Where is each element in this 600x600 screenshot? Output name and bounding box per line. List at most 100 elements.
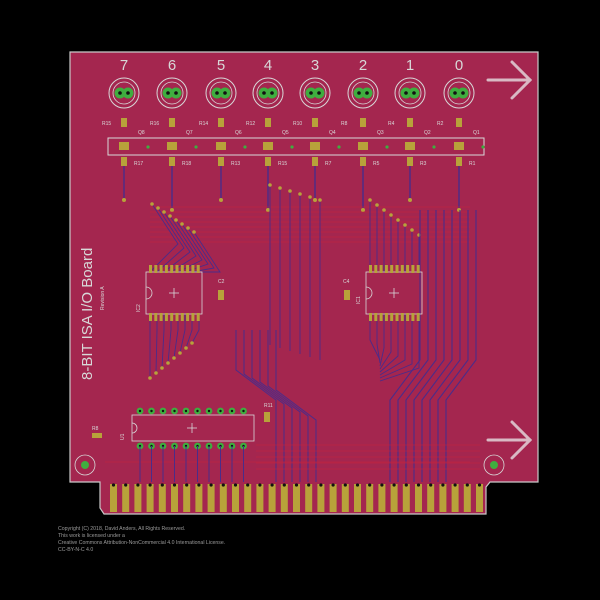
upper-resistor: [218, 118, 224, 127]
finger-via: [331, 483, 335, 487]
edge-finger: [110, 484, 117, 512]
trace: [397, 210, 429, 482]
via: [190, 341, 194, 345]
ic-pin: [395, 313, 399, 321]
dip-hole: [161, 409, 165, 413]
u1-footprint: [131, 414, 255, 442]
led-hole: [166, 91, 170, 95]
trace: [243, 330, 285, 482]
trace: [379, 314, 413, 379]
led-hole: [118, 91, 122, 95]
led-hole: [404, 91, 408, 95]
edge-finger: [171, 484, 178, 512]
traces: [105, 166, 480, 482]
ic-pin: [191, 313, 195, 321]
trace: [175, 219, 203, 273]
via: [266, 208, 270, 212]
led-hole: [461, 91, 465, 95]
trace: [379, 314, 406, 376]
transistor-pad: [310, 142, 320, 150]
ic-pin: [400, 313, 404, 321]
ic-pins: [136, 265, 420, 482]
led-outline: [394, 77, 426, 109]
via: [146, 145, 150, 149]
ic-pin: [159, 313, 163, 321]
upper-resistor-label: R4: [388, 121, 395, 127]
led-ring: [112, 81, 136, 105]
lower-resistor-label: R7: [325, 161, 332, 167]
transistor-label: Q8: [138, 130, 145, 136]
edge-finger: [366, 484, 374, 512]
led-outline: [108, 77, 140, 109]
transistor-label: Q6: [235, 130, 242, 136]
trace: [267, 330, 309, 482]
finger-via: [221, 483, 225, 487]
led-outline: [347, 77, 379, 109]
trace: [413, 210, 445, 482]
via: [337, 145, 341, 149]
upper-resistor: [169, 118, 175, 127]
led-hole: [357, 91, 361, 95]
finger-via: [185, 483, 189, 487]
ic-pin: [379, 265, 383, 273]
trace: [379, 314, 399, 373]
ic-pin: [159, 265, 163, 273]
led-outline: [156, 77, 188, 109]
via: [268, 183, 272, 187]
upper-resistor-label: R16: [150, 121, 159, 127]
via: [308, 195, 312, 199]
via: [162, 210, 166, 214]
led-outline: [443, 77, 475, 109]
ic-pin: [186, 265, 190, 273]
finger-via: [111, 483, 116, 487]
edge-finger: [378, 484, 386, 512]
led-ring: [209, 81, 233, 105]
upper-resistor: [312, 118, 318, 127]
r8-resistor: [92, 433, 102, 438]
via: [194, 145, 198, 149]
upper-resistor-label: R12: [246, 121, 255, 127]
led-number-label: 2: [359, 57, 367, 74]
transistor-pad: [263, 142, 273, 150]
via: [243, 145, 247, 149]
led-number-label: 4: [264, 57, 272, 74]
edge-finger: [317, 484, 325, 512]
lower-resistor: [218, 157, 224, 166]
edge-finger: [183, 484, 191, 512]
edge-finger: [415, 484, 422, 512]
edge-finger: [280, 484, 288, 512]
dip-hole: [138, 409, 142, 413]
mount-hole-left: [74, 454, 96, 476]
led-hole: [262, 91, 266, 95]
lower-resistor-label: R15: [278, 161, 287, 167]
edge-finger: [146, 484, 154, 512]
via: [219, 198, 223, 202]
ic-pin: [175, 265, 179, 273]
r8-label: R8: [92, 426, 99, 432]
edge-finger: [232, 484, 239, 512]
finger-via: [319, 483, 323, 487]
finger-via: [209, 483, 213, 487]
transistor-label: Q3: [377, 130, 384, 136]
via: [172, 356, 176, 360]
via: [180, 222, 184, 226]
via: [375, 203, 379, 207]
edge-finger: [256, 484, 264, 512]
ic-pin: [416, 265, 420, 273]
led-outline: [299, 77, 331, 109]
edge-finger: [451, 484, 459, 512]
trace: [379, 314, 385, 367]
ic-pin: [374, 265, 378, 273]
dip-hole: [150, 409, 153, 413]
via: [166, 361, 170, 365]
edge-finger: [244, 484, 252, 512]
led-number-label: 0: [455, 57, 463, 74]
finger-via: [416, 483, 421, 487]
ic-pin: [180, 313, 184, 321]
led-number-label: 3: [311, 57, 319, 74]
transistor-label: Q1: [473, 130, 480, 136]
led-outline: [252, 77, 284, 109]
ic-pin: [196, 265, 200, 273]
